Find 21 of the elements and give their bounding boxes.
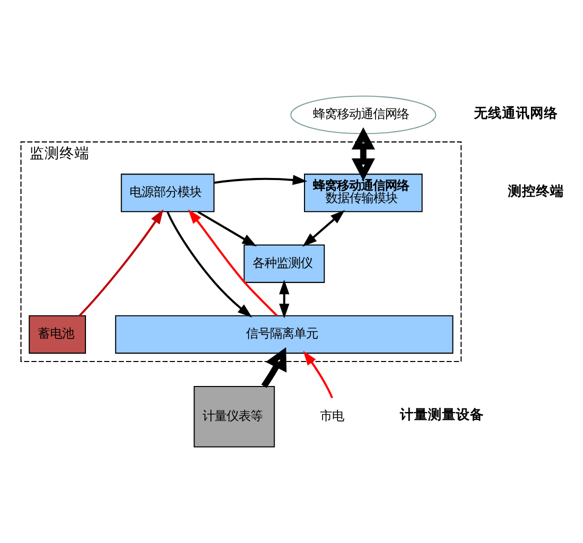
- arrow: [261, 347, 287, 388]
- arrow: [78, 209, 164, 316]
- node-box: 蓄电池: [28, 315, 86, 354]
- arrow: [303, 350, 334, 398]
- label: 无线通讯网络: [474, 105, 558, 122]
- node-box: 电源部分模块: [120, 174, 214, 212]
- arrow: [214, 174, 308, 186]
- node-box: 信号隔离单元: [115, 315, 454, 354]
- arrow: [188, 209, 278, 316]
- node-ellipse: 蜂窝移动通信网络: [290, 96, 436, 134]
- arrow: [166, 211, 252, 318]
- node-text: 市电: [320, 408, 344, 423]
- arrow: [302, 210, 345, 247]
- arrow: [197, 210, 257, 246]
- node-box: 各种监测仪: [244, 244, 325, 283]
- node-box: 计量仪表等: [194, 386, 275, 448]
- node-box: 蜂窝移动通信网络 数据传输模块: [304, 174, 423, 212]
- label: 计量测量设备: [400, 407, 484, 424]
- arrow: [279, 280, 290, 318]
- label: 测控终端: [508, 183, 564, 200]
- arrow: [352, 127, 376, 181]
